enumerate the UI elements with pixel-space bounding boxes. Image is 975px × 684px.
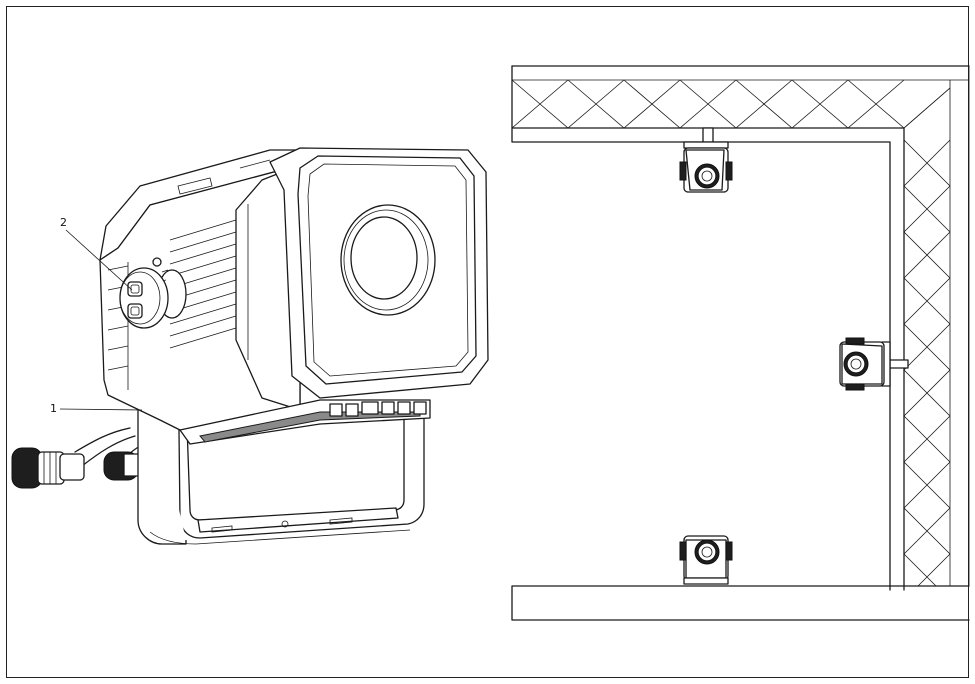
truss-structure [511, 65, 970, 621]
lens [340, 204, 436, 316]
fixture-mounted-top [679, 127, 733, 193]
fixture-front-face [269, 147, 489, 399]
callout-number-1: 1 [50, 402, 57, 415]
fixture-housing [99, 149, 431, 445]
callout-number-2: 2 [60, 216, 67, 229]
truss-orientation-view [511, 65, 970, 621]
callout-2: 2 [60, 216, 133, 291]
bottom-vents [179, 399, 431, 445]
power-data-cables [11, 427, 147, 489]
bracket-locking-knob [119, 257, 187, 329]
cable-connector-left [11, 447, 85, 489]
truss-right-lattice [903, 66, 970, 587]
callout-leader-1 [59, 408, 143, 411]
callout-1: 1 [50, 402, 143, 415]
fixture-mounted-bottom [679, 535, 733, 585]
callout-leader-2 [65, 229, 133, 291]
truss-top-lattice [511, 79, 969, 129]
cable-connector-right [103, 451, 141, 481]
fixture-illustration: 1 2 [11, 147, 489, 545]
fixture-mounted-side [839, 337, 909, 391]
